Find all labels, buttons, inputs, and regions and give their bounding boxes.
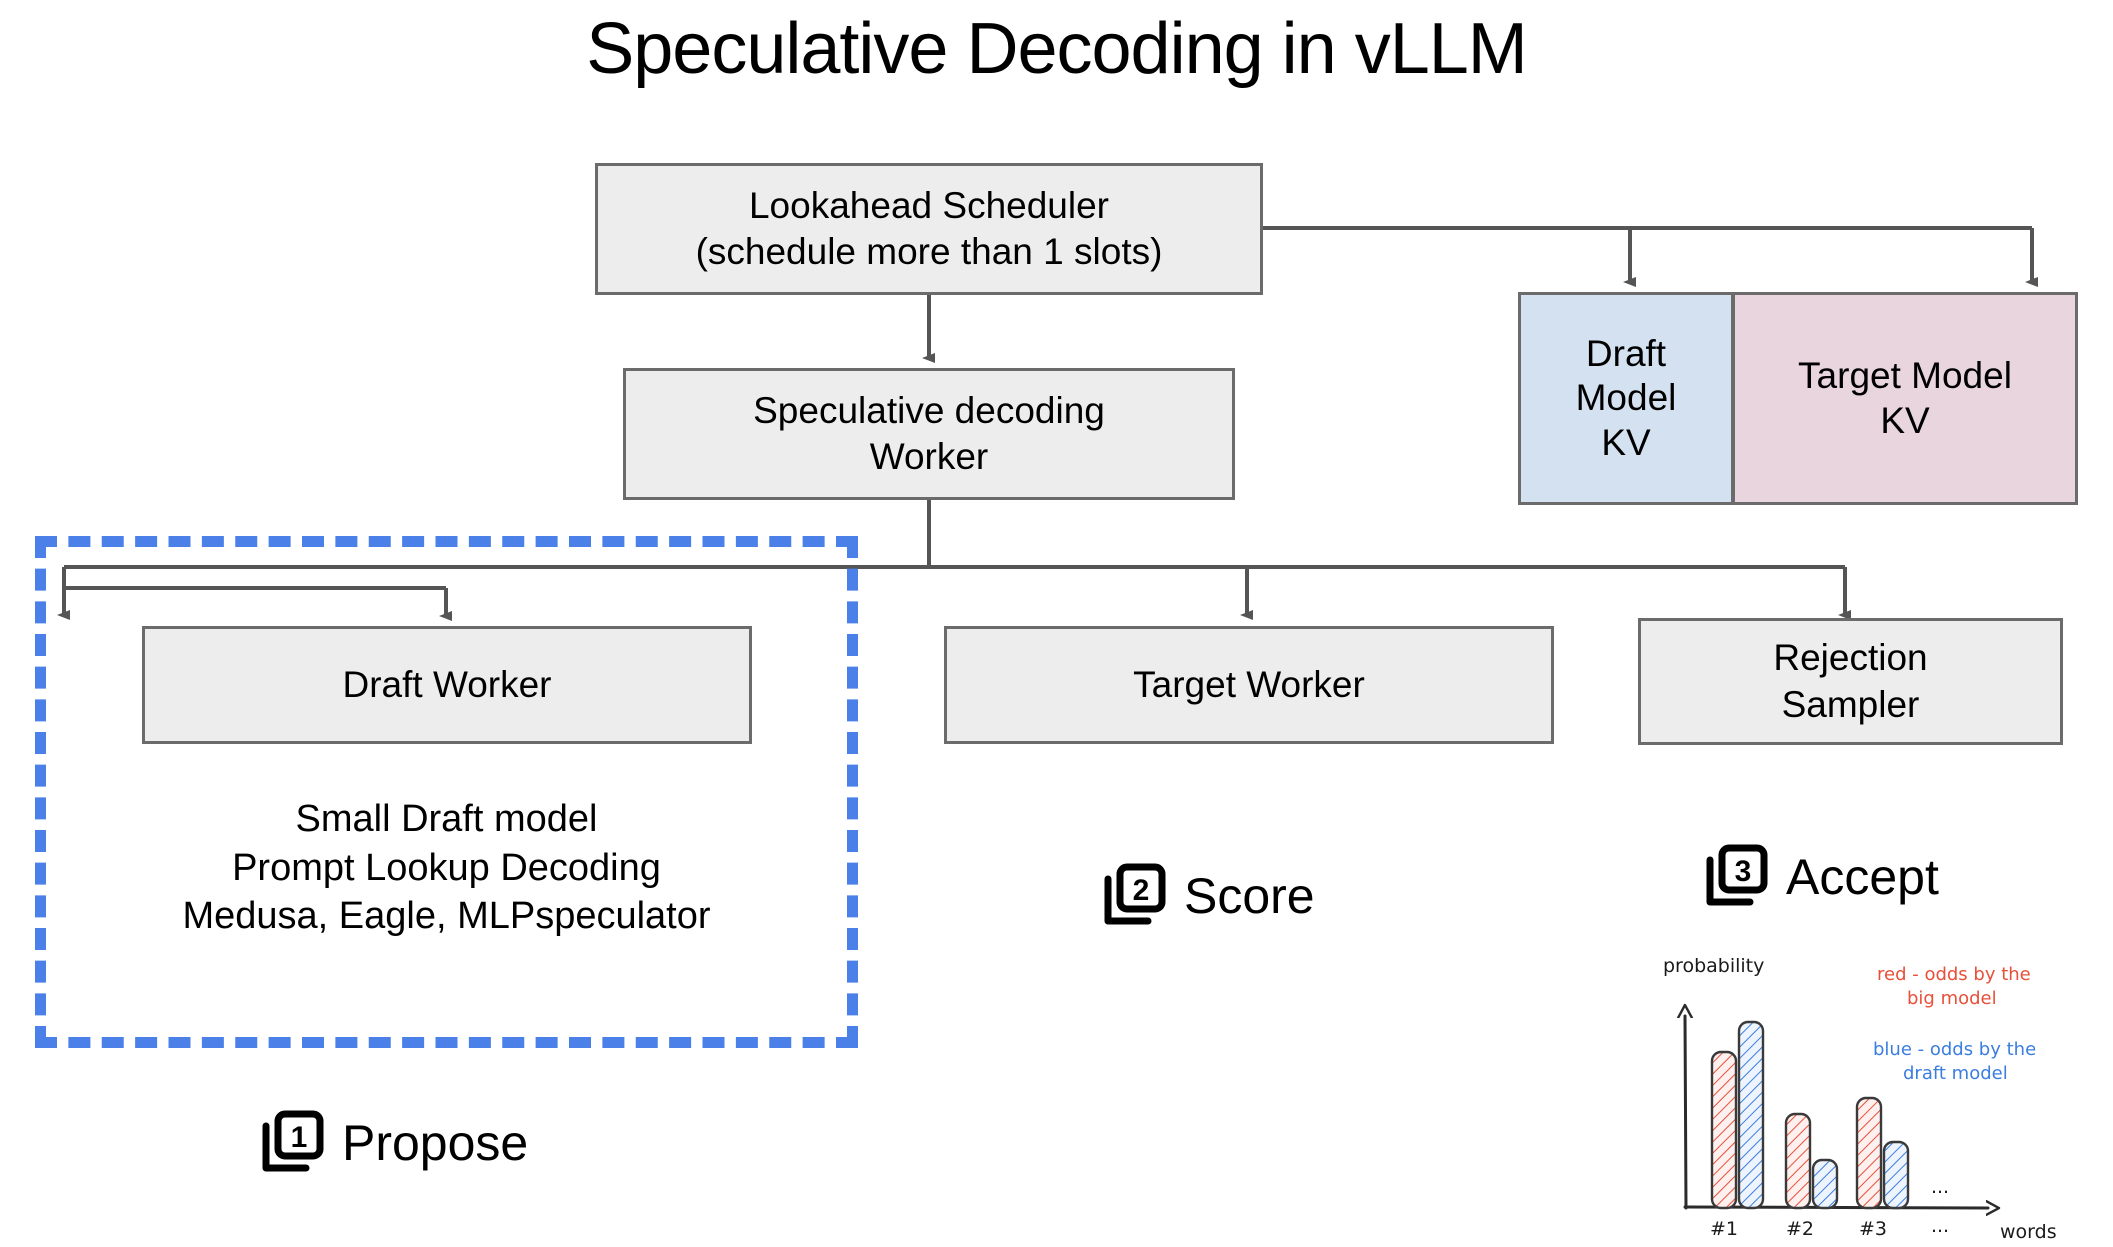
step-3-label: Accept <box>1786 849 1939 905</box>
chart-xtick-3: #3 <box>1859 1218 1887 1240</box>
bar-red-3 <box>1855 1096 1883 1210</box>
accept-probability-chart: probability #1 #2 #3 ... ... words red <box>1655 950 2105 1243</box>
step-2-score: 2 Score <box>1098 861 1315 931</box>
step-2-label: Score <box>1184 868 1315 924</box>
bar-red-2 <box>1784 1112 1812 1210</box>
svg-text:1: 1 <box>291 1121 308 1154</box>
box-target-worker[interactable]: Target Worker <box>944 626 1554 744</box>
step-3-accept: 3 Accept <box>1700 842 1939 912</box>
svg-text:2: 2 <box>1133 874 1150 907</box>
page-title: Speculative Decoding in vLLM <box>586 9 1528 89</box>
box-draft-worker[interactable]: Draft Worker <box>142 626 752 744</box>
chart-xtick-1: #1 <box>1710 1218 1738 1240</box>
chart-xlabel: words <box>2000 1221 2057 1240</box>
step-1-label: Propose <box>342 1115 529 1171</box>
step-1-propose: 1 Propose <box>256 1108 528 1178</box>
box-lookahead-scheduler[interactable]: Lookahead Scheduler (schedule more than … <box>595 163 1263 295</box>
chart-ellipsis-bottom: ... <box>1931 1215 1949 1237</box>
bar-red-1 <box>1710 1050 1738 1210</box>
box-target-model-kv[interactable]: Target Model KV <box>1733 292 2078 505</box>
chart-ellipsis-top: ... <box>1931 1176 1949 1198</box>
draft-worker-notes: Small Draft model Prompt Lookup Decoding… <box>182 798 711 938</box>
chart-legend-red: red - odds by the big model <box>1877 964 2036 1009</box>
box-rejection-sampler[interactable]: Rejection Sampler <box>1638 618 2063 745</box>
chart-ylabel: probability <box>1663 955 1764 977</box>
box-draft-model-kv[interactable]: Draft Model KV <box>1518 292 1733 505</box>
chart-x-axis <box>1683 1207 1988 1208</box>
bar-blue-3 <box>1882 1140 1910 1210</box>
svg-text:3: 3 <box>1735 855 1752 888</box>
chart-xtick-2: #2 <box>1786 1218 1814 1240</box>
step-number-3-icon: 3 <box>1700 842 1770 912</box>
step-number-1-icon: 1 <box>256 1108 326 1178</box>
propose-group-outline <box>35 536 858 1048</box>
step-number-2-icon: 2 <box>1098 861 1168 931</box>
bar-blue-2 <box>1811 1158 1839 1210</box>
box-speculative-decoding-worker[interactable]: Speculative decoding Worker <box>623 368 1235 500</box>
chart-y-axis <box>1685 1016 1686 1210</box>
bar-blue-1 <box>1737 1020 1765 1210</box>
chart-legend-blue: blue - odds by the draft model <box>1873 1039 2042 1084</box>
